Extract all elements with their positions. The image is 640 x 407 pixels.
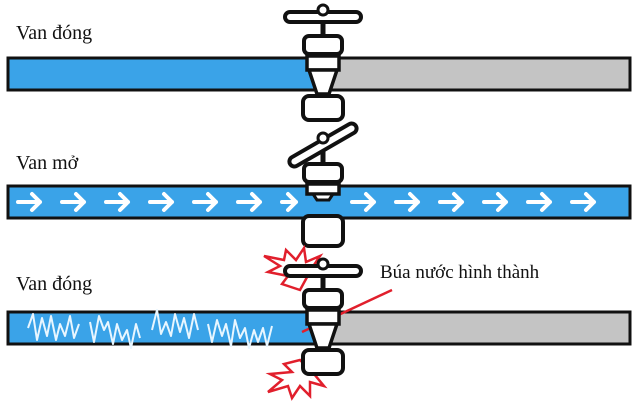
row-2-valve — [287, 121, 359, 248]
row-2-label: Van mở — [16, 152, 79, 174]
row-1-valve — [283, 3, 363, 122]
row-1-pipe — [6, 3, 632, 122]
row-2-pipe — [6, 121, 632, 248]
row-3-valve — [283, 257, 363, 376]
row-3-pipe — [6, 244, 632, 401]
row-1-label: Van đóng — [16, 22, 93, 44]
row-3-label: Van đóng — [16, 273, 93, 295]
row-3-pressure-waves — [27, 309, 273, 349]
water-hammer-annotation: Búa nước hình thành — [380, 262, 540, 283]
row-2-flow-arrows — [16, 192, 596, 212]
